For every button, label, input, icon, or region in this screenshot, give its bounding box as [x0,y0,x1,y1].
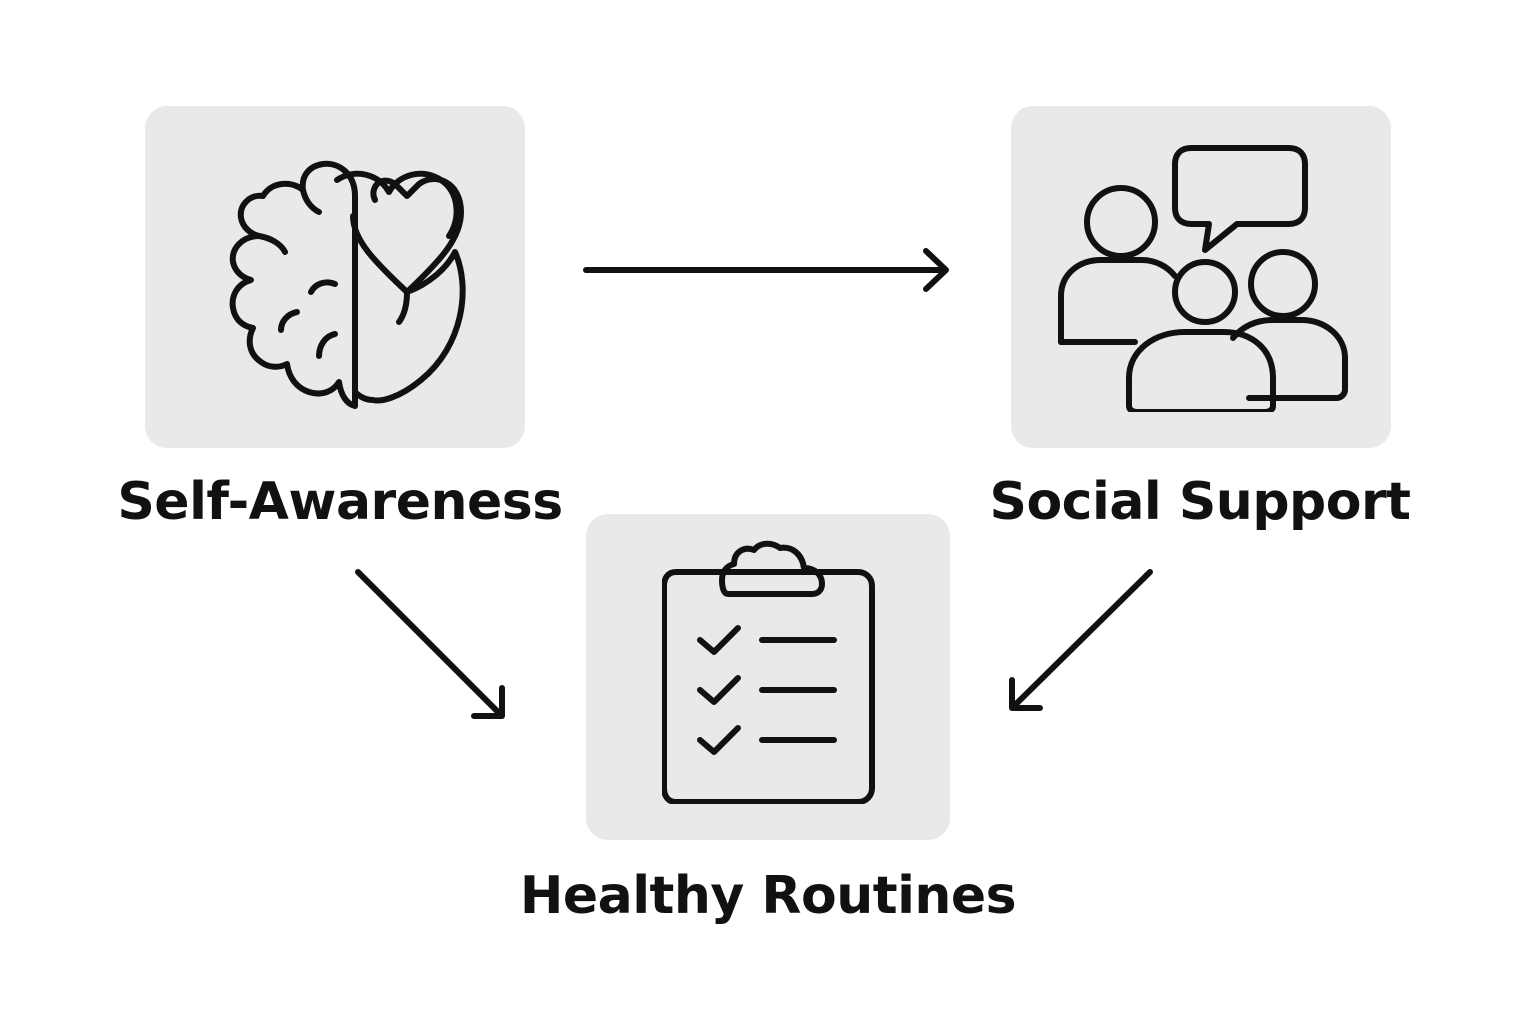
node-label-self-awareness: Self-Awareness [117,472,563,532]
node-label-social-support: Social Support [989,472,1411,532]
node-tile-healthy-routines [586,514,950,840]
clipboard-checklist-icon [662,540,875,804]
arrow-self-to-social [583,248,949,292]
node-tile-self-awareness [145,106,525,448]
brain-heart-icon [229,160,466,409]
people-chat-icon [1058,145,1348,412]
arrow-self-to-routines [355,569,505,719]
arrow-social-to-routines [1009,569,1153,711]
node-tile-social-support [1011,106,1391,448]
node-label-healthy-routines: Healthy Routines [519,866,1017,926]
